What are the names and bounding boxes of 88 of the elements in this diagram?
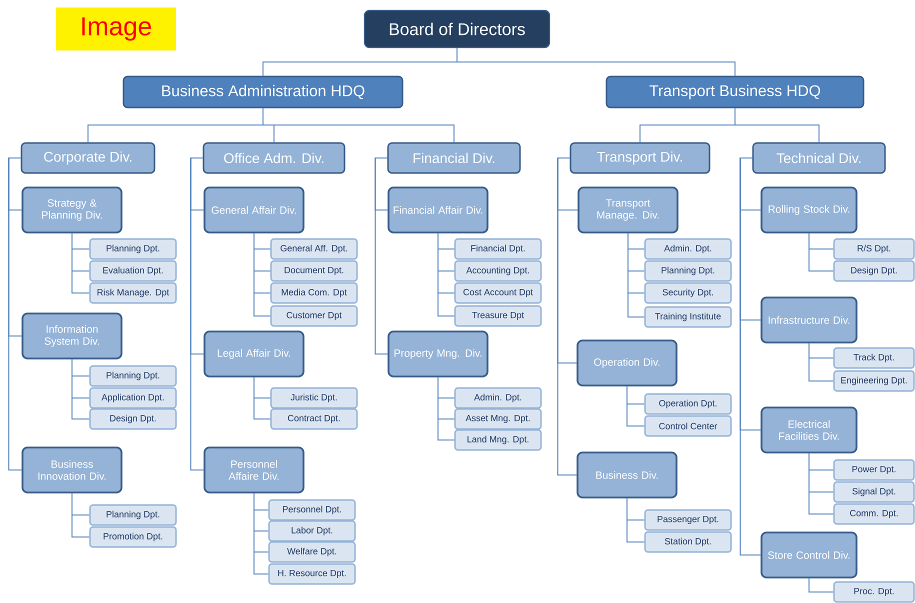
connector-line	[456, 48, 736, 76]
division-box: Office Adm. Div.	[202, 142, 346, 174]
department-box: Labor Dpt.	[268, 520, 356, 542]
headquarters-box: Transport Business HDQ	[606, 76, 864, 108]
connector-line	[626, 386, 645, 426]
subdivision-box: Property Mng. Div.	[388, 330, 488, 378]
department-box: Security Dpt.	[644, 282, 732, 304]
department-box: Proc. Dpt.	[833, 581, 915, 603]
image-label: Image	[56, 8, 176, 50]
subdivision-box: Transport Manage. Div.	[578, 186, 678, 234]
subdivision-box: Information System Div.	[22, 312, 122, 360]
department-box: General Aff. Dpt.	[270, 238, 358, 260]
department-box: Document Dpt.	[270, 260, 358, 282]
department-box: Engineering Dpt.	[833, 370, 915, 392]
division-box: Transport Div.	[570, 142, 710, 174]
connector-line	[808, 232, 834, 272]
department-box: Planning Dpt.	[644, 260, 732, 282]
department-box: Promotion Dpt.	[89, 526, 177, 548]
subdivision-box: Strategy & Planning Div.	[22, 186, 122, 234]
department-box: Welfare Dpt.	[268, 541, 356, 563]
department-box: Design Dpt.	[89, 408, 177, 430]
department-box: Asset Mng. Dpt.	[454, 408, 542, 430]
department-box: Customer Dpt	[270, 305, 358, 327]
division-box: Financial Div.	[387, 142, 521, 174]
subdivision-box: Store Control Div.	[760, 532, 858, 578]
department-box: Admin. Dpt.	[644, 238, 732, 260]
subdivision-box: Business Div.	[576, 452, 678, 498]
department-box: Risk Manage. Dpt	[89, 282, 177, 304]
department-box: Admin. Dpt.	[454, 387, 542, 409]
connector-line	[72, 492, 90, 538]
department-box: Media Com. Dpt	[270, 282, 358, 304]
department-box: R/S Dpt.	[833, 238, 915, 260]
department-box: Station Dpt.	[644, 531, 732, 553]
connector-line	[262, 108, 454, 143]
subdivision-box: Business Innovation Div.	[22, 446, 122, 494]
connector-line	[190, 158, 204, 470]
subdivision-box: Financial Affair Div.	[388, 186, 488, 234]
connector-line	[374, 158, 388, 354]
connector-line	[72, 358, 90, 420]
department-box: Control Center	[644, 415, 732, 437]
department-box: Passenger Dpt.	[644, 509, 732, 531]
department-box: Financial Dpt.	[454, 238, 542, 260]
subdivision-box: Rolling Stock Div.	[760, 186, 858, 234]
connector-line	[808, 578, 834, 592]
connector-line	[254, 232, 271, 316]
connector-line	[72, 232, 90, 294]
subdivision-box: Electrical Facilities Div.	[760, 406, 858, 454]
department-box: Operation Dpt.	[644, 393, 732, 415]
subdivision-box: Personnel Affaire Div.	[204, 446, 304, 494]
department-box: Accounting Dpt.	[454, 260, 542, 282]
department-box: Design Dpt.	[833, 260, 915, 282]
department-box: Planning Dpt.	[89, 238, 177, 260]
department-box: Signal Dpt.	[833, 481, 915, 503]
department-box: Planning Dpt.	[89, 365, 177, 387]
connector-line	[740, 158, 762, 556]
connector-line	[254, 376, 271, 420]
department-box: Land Mng. Dpt.	[454, 429, 542, 451]
connector-line	[628, 232, 645, 318]
department-box: Evaluation Dpt.	[89, 260, 177, 282]
subdivision-box: Legal Affair Div.	[204, 330, 304, 378]
connector-line	[557, 158, 578, 476]
department-box: Juristic Dpt.	[270, 387, 358, 409]
subdivision-box: Infrastructure Div.	[760, 296, 858, 344]
department-box: Power Dpt.	[833, 459, 915, 481]
connector-line	[626, 498, 645, 542]
board-box: Board of Directors	[364, 10, 550, 48]
connector-line	[734, 108, 820, 143]
division-box: Technical Div.	[752, 142, 886, 174]
subdivision-box: General Affair Div.	[204, 186, 304, 234]
connector-line	[254, 492, 269, 574]
department-box: Planning Dpt.	[89, 504, 177, 526]
department-box: Comm. Dpt.	[833, 503, 915, 525]
department-box: Cost Account Dpt	[454, 282, 542, 304]
connector-line	[438, 232, 455, 316]
connector-line	[808, 342, 834, 382]
department-box: Application Dpt.	[89, 387, 177, 409]
subdivision-box: Operation Div.	[576, 340, 678, 386]
division-box: Corporate Div.	[20, 142, 156, 174]
department-box: H. Resource Dpt.	[268, 563, 356, 585]
department-box: Track Dpt.	[833, 347, 915, 369]
department-box: Contract Dpt.	[270, 408, 358, 430]
connector-line	[8, 158, 22, 470]
department-box: Training Institute	[644, 306, 732, 328]
department-box: Personnel Dpt.	[268, 499, 356, 521]
department-box: Treasure Dpt	[454, 305, 542, 327]
connector-line	[438, 376, 455, 440]
headquarters-box: Business Administration HDQ	[122, 76, 404, 108]
connector-line	[808, 452, 834, 514]
